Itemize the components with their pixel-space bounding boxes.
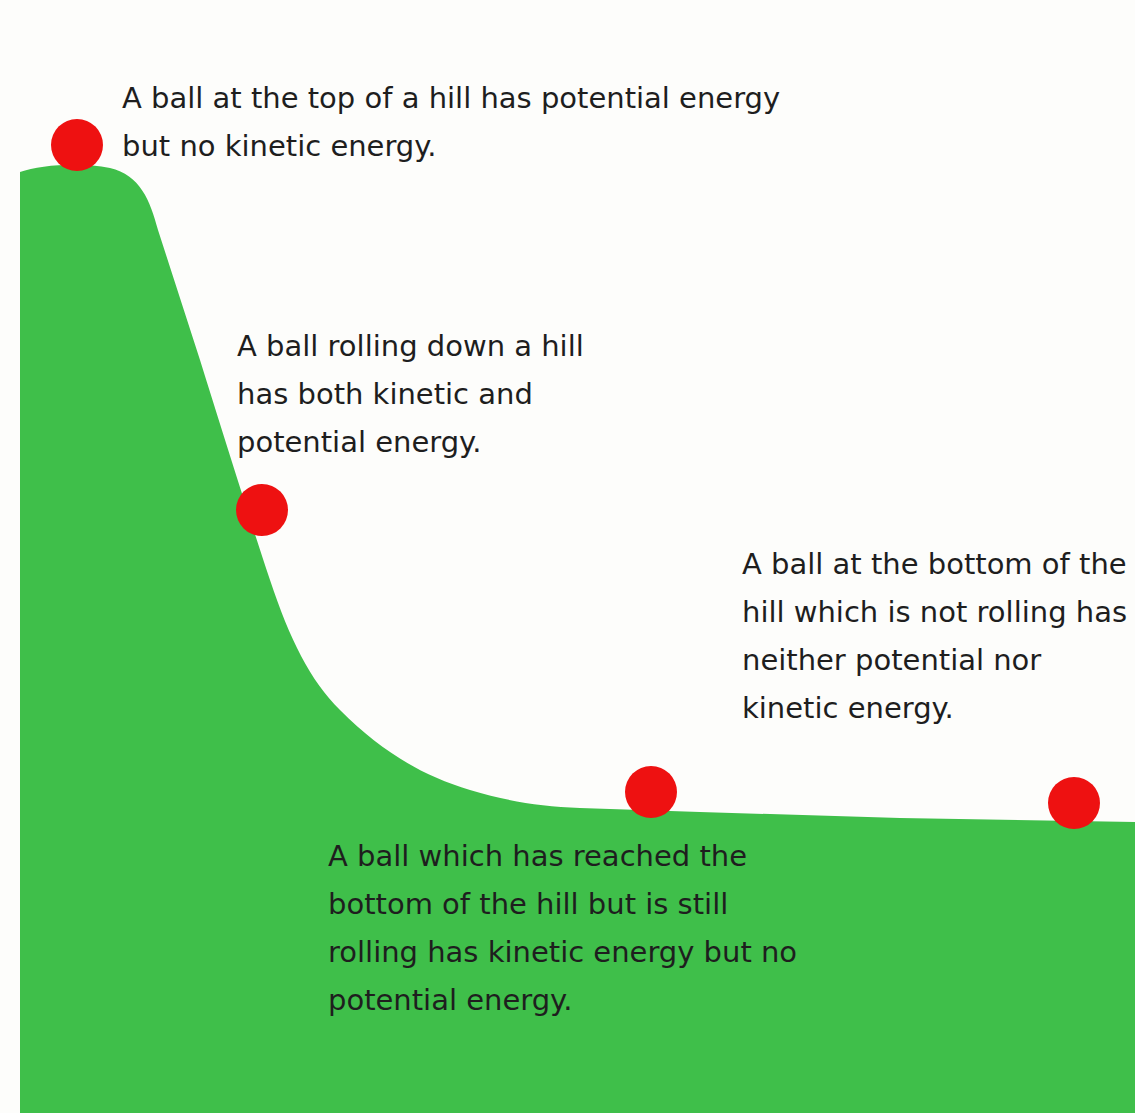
hill	[20, 165, 1135, 1113]
rolling-ball-note: A ball rolling down a hill has both kine…	[237, 322, 637, 466]
bottom-rolling-note: A ball which has reached the bottom of t…	[328, 832, 798, 1024]
top-ball-note: A ball at the top of a hill has potentia…	[122, 74, 822, 170]
ball-top	[51, 119, 103, 171]
ball-bottom-still	[1048, 777, 1100, 829]
still-ball-note: A ball at the bottom of the hill which i…	[742, 540, 1130, 732]
ball-rolling-down	[236, 484, 288, 536]
ball-bottom-rolling	[625, 766, 677, 818]
